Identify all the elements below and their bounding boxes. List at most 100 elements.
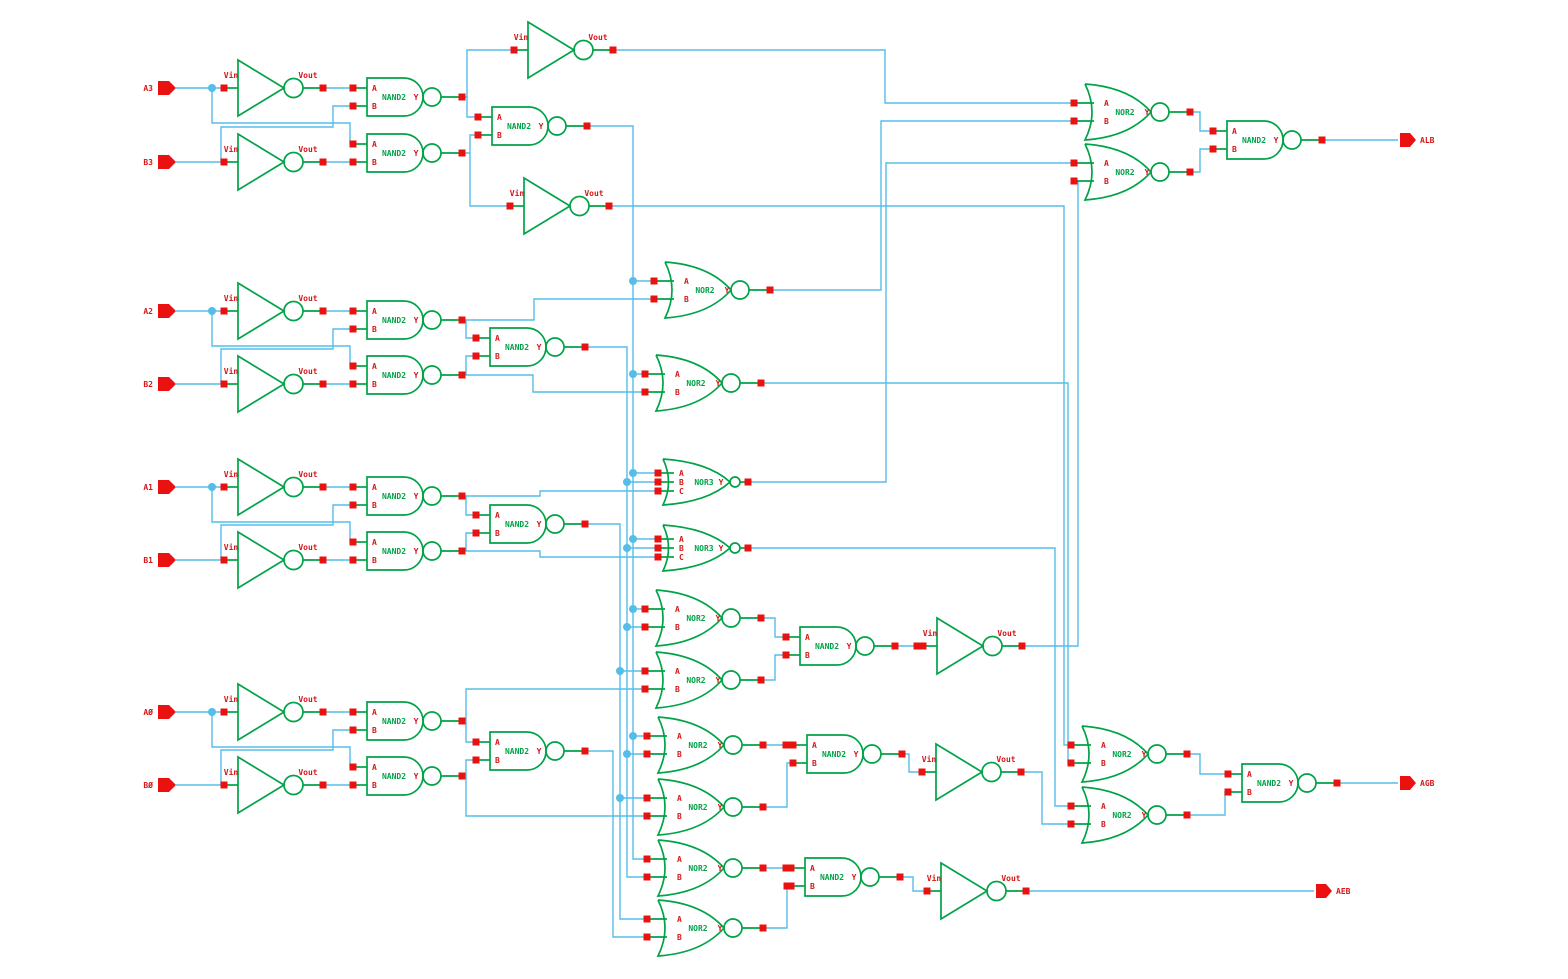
nor2-pin-a-label: A [675,667,680,676]
inverter-triangle [237,354,286,414]
wire[interactable] [761,617,786,638]
input-port-a1[interactable]: A1 [143,480,176,494]
wire[interactable] [585,523,647,920]
nand2-pin-y-label: Y [414,93,419,102]
wire[interactable] [1190,148,1213,173]
nor2-output-square [757,676,765,684]
nand2-input-b-square [349,501,357,509]
output-port-agb[interactable]: AGB [1400,776,1435,790]
nor2-output-square [757,379,765,387]
nand2-output-square [1318,136,1326,144]
wire[interactable] [1190,111,1213,132]
wire[interactable] [462,550,658,558]
wire[interactable] [220,105,353,162]
nor2-pin-b-label: B [677,812,682,821]
wire[interactable] [220,504,353,560]
wire[interactable] [462,374,645,393]
nor2-output-square [766,286,774,294]
wire[interactable] [587,125,647,860]
output-port-aeb[interactable]: AEB [1316,884,1351,898]
output-port-alb[interactable]: ALB [1400,133,1435,147]
wire[interactable] [900,876,927,892]
nand2-pin-y-label: Y [537,520,542,529]
wire[interactable] [1187,753,1228,775]
wire[interactable] [220,328,353,384]
input-port-b1[interactable]: B1 [143,553,176,567]
wire-junction-dot [623,544,631,552]
input-port-a0[interactable]: AØ [143,705,176,719]
nand2-input-b-square [349,380,357,388]
input-port-a2[interactable]: A2 [143,304,176,318]
wire[interactable] [466,97,478,118]
wire[interactable] [770,120,1074,291]
wire[interactable] [585,750,647,938]
input-port-b2[interactable]: B2 [143,377,176,391]
inverter-triangle [527,20,576,80]
input-port-b3[interactable]: B3 [143,155,176,169]
wire[interactable] [469,153,510,207]
wire[interactable] [748,162,1074,483]
wire[interactable] [748,547,1071,807]
wire[interactable] [613,49,1074,104]
wire[interactable] [462,134,478,154]
wire[interactable] [220,729,353,785]
wire[interactable] [462,490,658,497]
nor2-pin-y-label: Y [718,741,723,750]
wire[interactable] [585,346,647,878]
wire-junction-dot [623,478,631,486]
inverter-triangle [936,616,985,676]
input-port-a3[interactable]: A3 [143,81,176,95]
nor2-name-label: NOR2 [695,286,714,295]
wire-corner-square [782,741,790,749]
wire[interactable] [462,298,654,321]
wire[interactable] [1021,771,1071,825]
input-port-label: A2 [143,307,153,316]
nor2-body [654,651,724,709]
input-port-b0[interactable]: BØ [143,778,176,792]
wire[interactable] [761,654,786,681]
